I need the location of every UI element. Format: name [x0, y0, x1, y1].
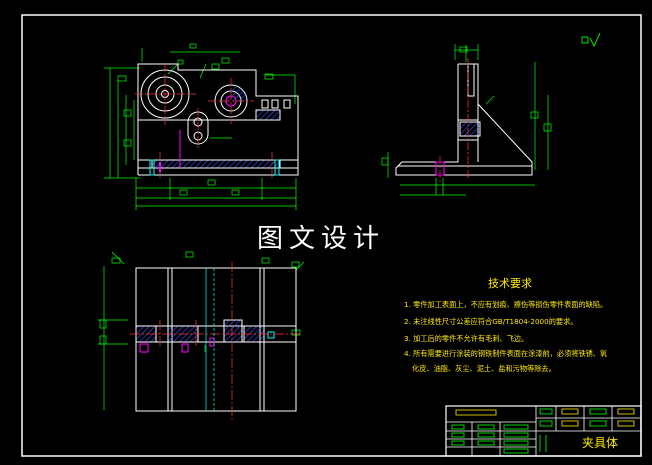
tech-note-4: 4. 所有需要进行涂装的钢铁制件表面在涂漆前，必须将铁锈、氧: [404, 349, 608, 358]
part-name: 夹具体: [582, 436, 619, 450]
technical-requirements-title: 技术要求: [488, 277, 532, 290]
top-view: [98, 251, 305, 420]
tech-note-3: 3. 加工后的零件不允许有毛刺、飞边。: [404, 334, 529, 343]
roughness-symbol-icon: [581, 32, 601, 48]
tech-note-2: 2. 未注线性尺寸公差应符合GB/T1804-2000的要求。: [404, 317, 578, 326]
side-view: [381, 44, 552, 196]
tech-note-1: 1. 零件加工表面上，不应有划痕、擦伤等损伤零件表面的缺陷。: [404, 300, 608, 309]
watermark-text: 图文设计: [257, 224, 386, 254]
tech-note-4-cont: 化皮、油脂、灰尘、泥土、盐和污物等除去。: [412, 364, 556, 373]
title-block: [445, 405, 642, 457]
outer-border: [21, 14, 642, 457]
front-view: [104, 43, 299, 210]
